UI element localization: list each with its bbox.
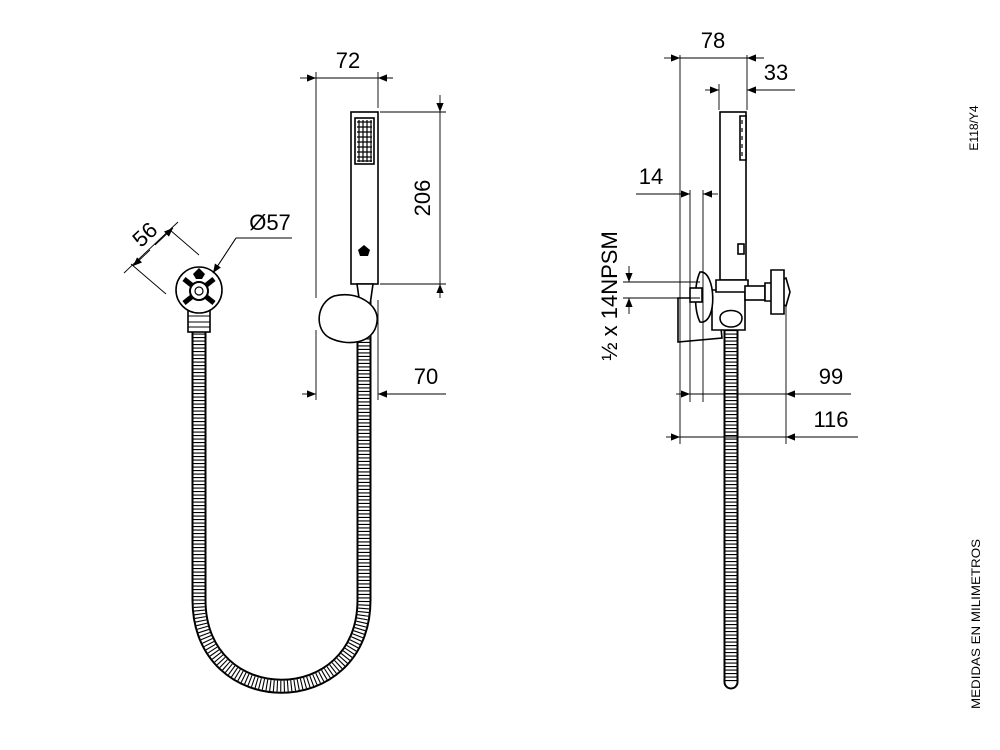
dim-116: 116 [666,272,858,444]
dim-70: 70 [302,300,446,400]
dim-label-70: 70 [414,364,438,389]
front-handshower [318,111,379,344]
dim-label-33: 33 [764,60,788,85]
dim-72: 72 [300,48,393,298]
dim-label-116: 116 [813,407,848,432]
dim-78: 78 [664,28,764,272]
dim-label-thread: ½ x 14NPSM [597,231,622,361]
dim-206: 206 [380,95,446,298]
dim-label-78: 78 [701,28,725,53]
dim-label-diameter: Ø57 [249,210,291,235]
side-handshower [677,111,791,343]
front-view: 72 206 70 Ø57 [123,48,446,694]
wall-connector [175,266,223,333]
dim-99: 99 [676,306,851,444]
dim-33: 33 [705,60,795,110]
units-note: MEDIDAS EN MILIMETROS [969,539,983,709]
side-view: 78 33 14 ½ x 14NPSM [597,28,858,690]
dim-label-206: 206 [410,180,435,217]
dim-14: 14 [636,164,718,402]
dim-label-14: 14 [639,164,663,189]
dim-thread: ½ x 14NPSM [597,231,700,361]
dim-label-99: 99 [819,364,843,389]
dim-label-72: 72 [336,48,360,73]
dim-label-56: 56 [127,217,162,252]
dim-diameter: Ø57 [212,210,292,274]
model-code: E118/Y4 [967,105,981,150]
front-hose [191,292,372,694]
